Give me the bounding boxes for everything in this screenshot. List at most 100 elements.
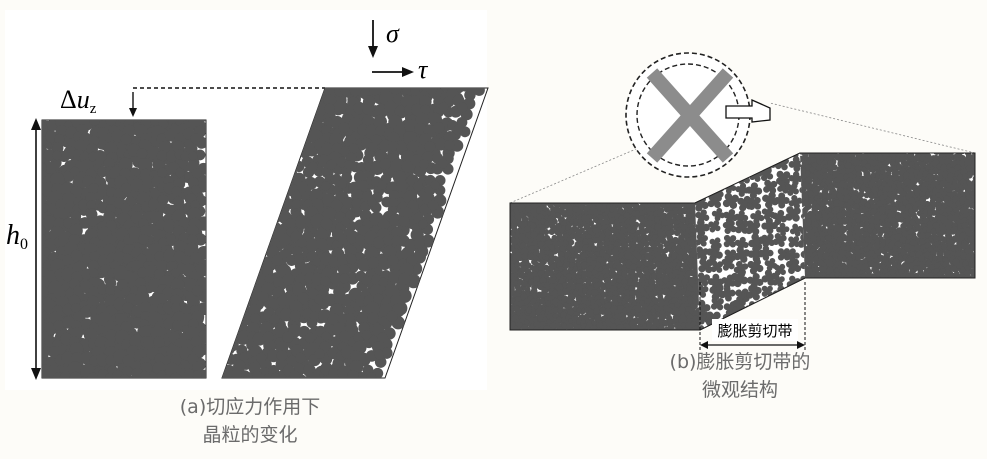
grain: [903, 294, 920, 310]
grain: [419, 191, 447, 219]
sheared-grain-block: [221, 87, 489, 379]
grain: [852, 313, 867, 328]
grain: [807, 296, 821, 310]
grain: [833, 306, 848, 321]
grain: [862, 296, 876, 310]
grain: [653, 185, 669, 202]
grain: [788, 285, 804, 301]
zoom-guide-lines: [509, 102, 976, 204]
grain: [510, 169, 517, 186]
grain: [912, 284, 929, 301]
grain: [914, 314, 929, 329]
grain: [677, 178, 695, 196]
grain: [840, 305, 857, 322]
grain: [939, 313, 955, 328]
grain: [43, 142, 70, 169]
grain: [562, 176, 580, 193]
grain: [760, 153, 778, 160]
grain: [638, 179, 651, 192]
grain: [805, 323, 819, 330]
grain: [869, 297, 883, 310]
grain: [760, 153, 777, 159]
grain: [869, 317, 882, 329]
grain: [525, 178, 543, 196]
grain: [842, 312, 859, 329]
grain: [896, 322, 914, 330]
grain: [867, 323, 885, 330]
grain: [635, 170, 650, 184]
grain: [572, 153, 586, 156]
grain: [825, 304, 837, 317]
grain: [288, 172, 318, 202]
grain: [525, 153, 542, 168]
grain: [850, 321, 865, 330]
grain: [607, 158, 624, 175]
grain: [536, 171, 551, 186]
grain: [826, 287, 842, 303]
grain: [562, 153, 577, 159]
grain: [360, 191, 383, 213]
grain: [519, 153, 534, 166]
grain: [598, 177, 614, 193]
grain: [960, 306, 975, 321]
grain: [885, 277, 902, 293]
grain: [570, 167, 587, 184]
grain: [853, 279, 867, 294]
grain: [369, 324, 396, 351]
grain: [959, 313, 973, 328]
grain: [887, 314, 904, 330]
grain: [959, 287, 975, 302]
grain: [930, 285, 947, 302]
grain: [243, 362, 271, 378]
grain: [544, 153, 560, 166]
grain: [519, 188, 534, 203]
grain: [591, 188, 606, 203]
grain: [832, 168, 849, 185]
grain: [411, 212, 435, 235]
grain: [518, 161, 533, 177]
grain: [808, 305, 824, 322]
grain: [510, 161, 523, 175]
grain: [397, 246, 426, 276]
grain: [510, 153, 523, 168]
grain: [411, 151, 437, 178]
grain: [538, 153, 552, 167]
grain: [905, 312, 922, 328]
grain: [958, 294, 975, 311]
grain: [802, 312, 805, 325]
grain: [942, 322, 959, 330]
caption-a: (a)切应力作用下 晶粒的变化: [120, 393, 380, 449]
grain: [862, 288, 877, 303]
shear-band-label: 膨胀剪切带: [717, 322, 792, 340]
tau-label: τ: [418, 55, 429, 84]
grain: [547, 153, 562, 157]
grain: [968, 278, 975, 292]
grain: [780, 294, 797, 311]
grain: [951, 315, 966, 330]
grain: [510, 165, 514, 177]
grain: [924, 285, 940, 302]
grain: [851, 286, 866, 301]
caption-b-line1: (b)膨胀剪切带的: [669, 351, 811, 373]
h0-label: h0: [6, 220, 28, 253]
grain: [431, 152, 454, 175]
grain: [530, 153, 544, 156]
grain: [851, 304, 868, 321]
grain: [183, 177, 206, 202]
grain: [543, 158, 560, 175]
grain: [319, 359, 348, 378]
grain: [695, 182, 710, 197]
grain: [628, 161, 641, 175]
grain: [546, 188, 562, 203]
grain: [951, 286, 965, 300]
grain: [536, 153, 550, 157]
grain: [916, 303, 929, 317]
grain: [925, 314, 940, 329]
grain: [716, 171, 733, 187]
grain: [903, 286, 921, 304]
grain: [583, 161, 597, 175]
grain: [510, 179, 516, 193]
grain: [588, 153, 606, 167]
grain: [878, 293, 896, 311]
